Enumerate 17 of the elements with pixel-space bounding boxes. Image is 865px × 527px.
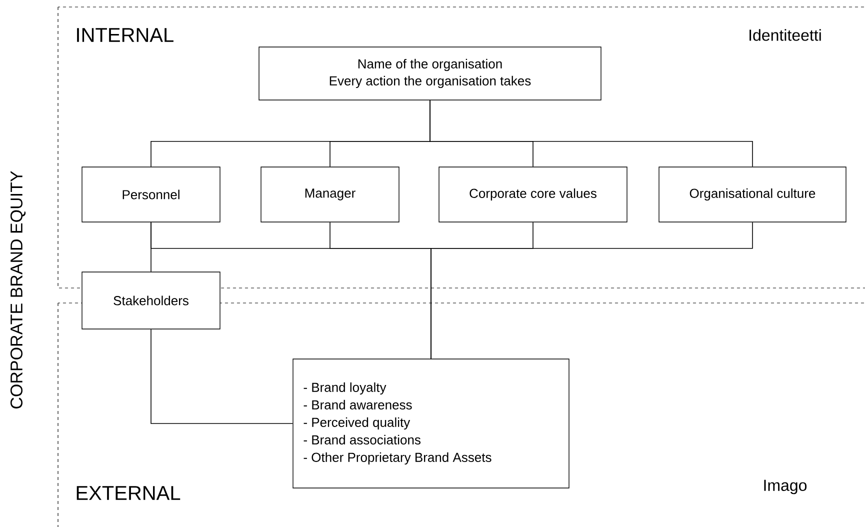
region-label: Identiteetti [750, 29, 821, 41]
connector [430, 100, 753, 168]
region-label: INTERNAL [77, 28, 174, 42]
process-box: Corporate core values [438, 166, 628, 222]
list-box: - Brand loyalty - Brand awareness - Perceived quality - Brand associations - Other Proprietary Brand Assets [292, 358, 570, 488]
connector [150, 222, 152, 272]
connector [430, 222, 753, 360]
process-box: Name of the organisation Every action the organisation takes [258, 46, 602, 100]
axis-title: CORPORATE BRAND EQUITY [10, 171, 26, 408]
process-box: Manager [260, 166, 400, 222]
region-label: EXTERNAL [76, 486, 180, 500]
process-box: Organisational culture [658, 166, 846, 222]
connector [150, 328, 294, 424]
region-label: Imago [764, 480, 807, 494]
process-box: Stakeholders [82, 272, 220, 330]
region-frame [58, 6, 865, 288]
process-box: Personnel [82, 166, 220, 222]
